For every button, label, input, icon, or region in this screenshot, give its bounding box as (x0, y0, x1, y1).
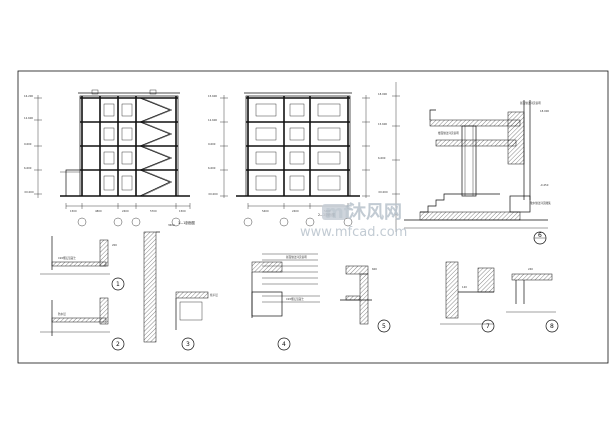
elev-label: 18.000 (540, 109, 549, 113)
note: 找平层 (210, 293, 218, 297)
detail-2-drawing: 防水层 2 (40, 297, 125, 351)
dim-label: 600 (372, 267, 377, 271)
detail-6-drawing: 18.000 15.600 6.600 ±0.000 屋面做法详见说明 楼面做法… (378, 82, 551, 245)
detail-number: 1 (116, 281, 120, 288)
span-label: 4800 (95, 209, 102, 213)
elev-label: 18.000 (378, 92, 387, 96)
elev-label: 6.600 (208, 166, 216, 170)
elev-label: -0.450 (540, 183, 549, 187)
span-label: 5400 (262, 209, 269, 213)
note: 散水做法详见图集 (530, 201, 551, 205)
detail-number: 2 (116, 341, 120, 348)
elev-label: ±0.000 (24, 190, 34, 194)
detail-1-drawing: C20细石混凝土 200 1 (40, 236, 125, 291)
detail-7-drawing: 120 7 (440, 261, 495, 333)
detail-number: 8 (550, 323, 554, 330)
note: 屋面做法详见说明 (520, 101, 541, 105)
elev-label: 6.600 (378, 156, 386, 160)
detail-number: 4 (282, 341, 286, 348)
dim-label: 120 (462, 285, 467, 289)
elev-label: 9.600 (24, 142, 32, 146)
dim-label: 3600 (168, 223, 175, 227)
span-label: 1500 (70, 209, 77, 213)
elev-label: 15.600 (378, 122, 387, 126)
watermark-url: www.mfcad.com (300, 225, 407, 240)
detail-number: 6 (538, 232, 542, 239)
dim-label: 200 (112, 243, 117, 247)
note: C20细石混凝土 (58, 256, 76, 260)
elev-label: 12.600 (208, 118, 217, 122)
elev-label: ±0.000 (208, 192, 218, 196)
detail-3-drawing: 3600 找平层 3 (143, 223, 218, 351)
watermark-logo: mf (325, 202, 352, 223)
section-1-drawing: 16.200 12.600 9.600 6.600 ±0.000 (24, 89, 195, 227)
elev-label: 15.600 (208, 94, 217, 98)
detail-8-drawing: 240 8 (506, 267, 559, 333)
sheet-border (17, 70, 609, 364)
section-1-title: 1—1剖面图 (178, 220, 195, 225)
note: 防水层 (58, 312, 66, 316)
span-label: 1500 (179, 209, 186, 213)
watermark-site: 沐风网 (348, 201, 402, 223)
watermark: mf 沐风网 www.mfcad.com (300, 201, 407, 240)
detail-5-drawing: 600 5 (340, 265, 391, 333)
detail-number: 7 (486, 323, 490, 330)
elev-label: 9.600 (208, 142, 216, 146)
elev-label: 6.600 (24, 166, 32, 170)
span-label: 2400 (292, 209, 299, 213)
note: C20细石混凝土 (286, 297, 304, 301)
detail-number: 5 (382, 323, 386, 330)
dim-label: 240 (528, 267, 533, 271)
note: 屋面做法详见说明 (286, 255, 307, 259)
span-label: 5700 (150, 209, 157, 213)
note: 楼面做法详见说明 (438, 131, 459, 135)
span-label: 2400 (122, 209, 129, 213)
elev-label: 12.600 (24, 116, 33, 120)
elev-label: 16.200 (24, 94, 33, 98)
detail-4-drawing: 屋面做法详见说明 C20细石混凝土 4 (251, 253, 320, 351)
detail-number: 3 (186, 341, 190, 348)
elev-label: ±0.000 (378, 190, 388, 194)
section-2-drawing: 15.600 12.600 9.600 6.600 ±0.000 (208, 92, 370, 227)
